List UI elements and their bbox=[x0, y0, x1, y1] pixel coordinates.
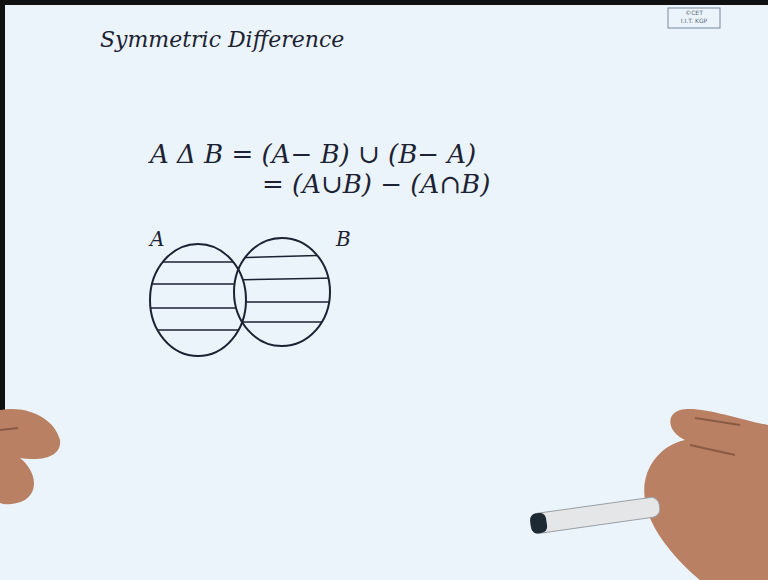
logo-text: ©CET bbox=[668, 10, 720, 16]
heading: Symmetric Difference bbox=[100, 28, 344, 52]
right-hand bbox=[644, 409, 768, 580]
frame-edge bbox=[0, 0, 768, 5]
marker-pen bbox=[529, 496, 661, 534]
logo-box bbox=[668, 8, 720, 28]
set-a-outline bbox=[150, 244, 246, 356]
left-hand bbox=[0, 409, 60, 504]
equation: = (A∪B) − (A∩B) bbox=[262, 170, 490, 199]
set-label: A bbox=[150, 228, 164, 250]
frame-edge bbox=[0, 0, 5, 420]
logo-text: I.I.T. KGP bbox=[668, 18, 720, 24]
equation: A Δ B = (A− B) ∪ (B− A) bbox=[150, 140, 476, 169]
set-label: B bbox=[336, 228, 351, 250]
set-b-outline bbox=[234, 238, 330, 346]
